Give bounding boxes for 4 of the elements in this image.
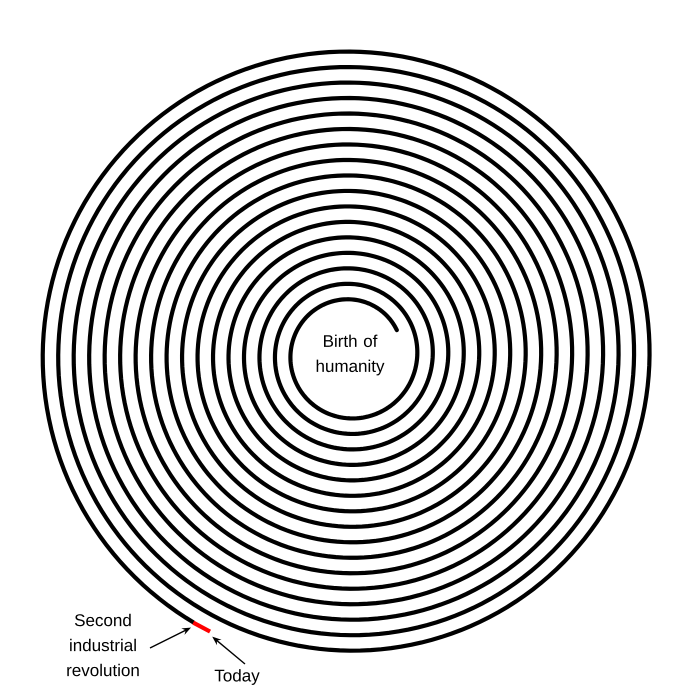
timeline-segment	[192, 620, 212, 634]
center-label: Birth of humanity	[316, 334, 384, 376]
text-label: Second industrial revolution	[67, 614, 139, 676]
text-label: Today	[214, 669, 260, 685]
